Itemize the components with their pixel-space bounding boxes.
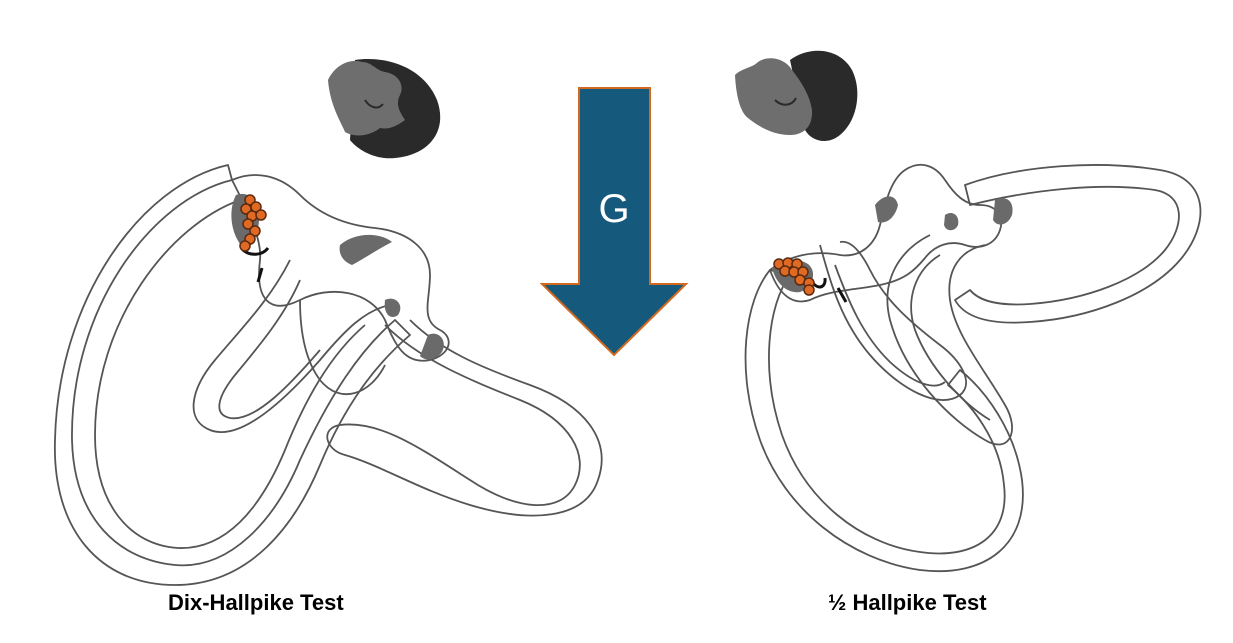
left-lateral-shadow [384, 298, 401, 318]
right-crus-inner [834, 264, 946, 387]
left-crus [192, 259, 391, 433]
left-face [328, 60, 405, 136]
left-lateral-canal [326, 319, 603, 517]
right-labyrinth [744, 163, 1202, 572]
right-face [735, 58, 813, 135]
left-head-icon [328, 59, 441, 159]
right-otoconia [773, 257, 815, 296]
right-lateral-inner [910, 254, 991, 421]
right-lateral-canal [886, 234, 1013, 446]
right-head-icon [735, 50, 858, 142]
left-utricle-shadow [339, 234, 392, 265]
left-posterior-inner [94, 199, 366, 549]
left-saccule-shadow [420, 333, 444, 360]
right-caption: ½ Hallpike Test [828, 590, 987, 615]
right-crus [819, 240, 967, 401]
right-utricle-shadow [875, 196, 898, 223]
gravity-arrow-shape [539, 87, 689, 357]
left-common-crus [299, 299, 386, 396]
left-cupula [242, 246, 270, 283]
left-caption: Dix-Hallpike Test [168, 590, 344, 615]
right-posterior-canal [744, 269, 1024, 572]
gravity-label: G [598, 187, 629, 231]
left-posterior-canal [54, 164, 411, 586]
right-saccule-shadow [944, 213, 959, 231]
left-vestibule [231, 174, 450, 362]
left-labyrinth [54, 164, 603, 586]
right-superior-canal [954, 164, 1202, 324]
gravity-arrow: G [539, 87, 689, 357]
left-otoconia [239, 194, 267, 252]
right-superior-shadow [993, 198, 1013, 225]
left-crus-inner [218, 279, 321, 420]
